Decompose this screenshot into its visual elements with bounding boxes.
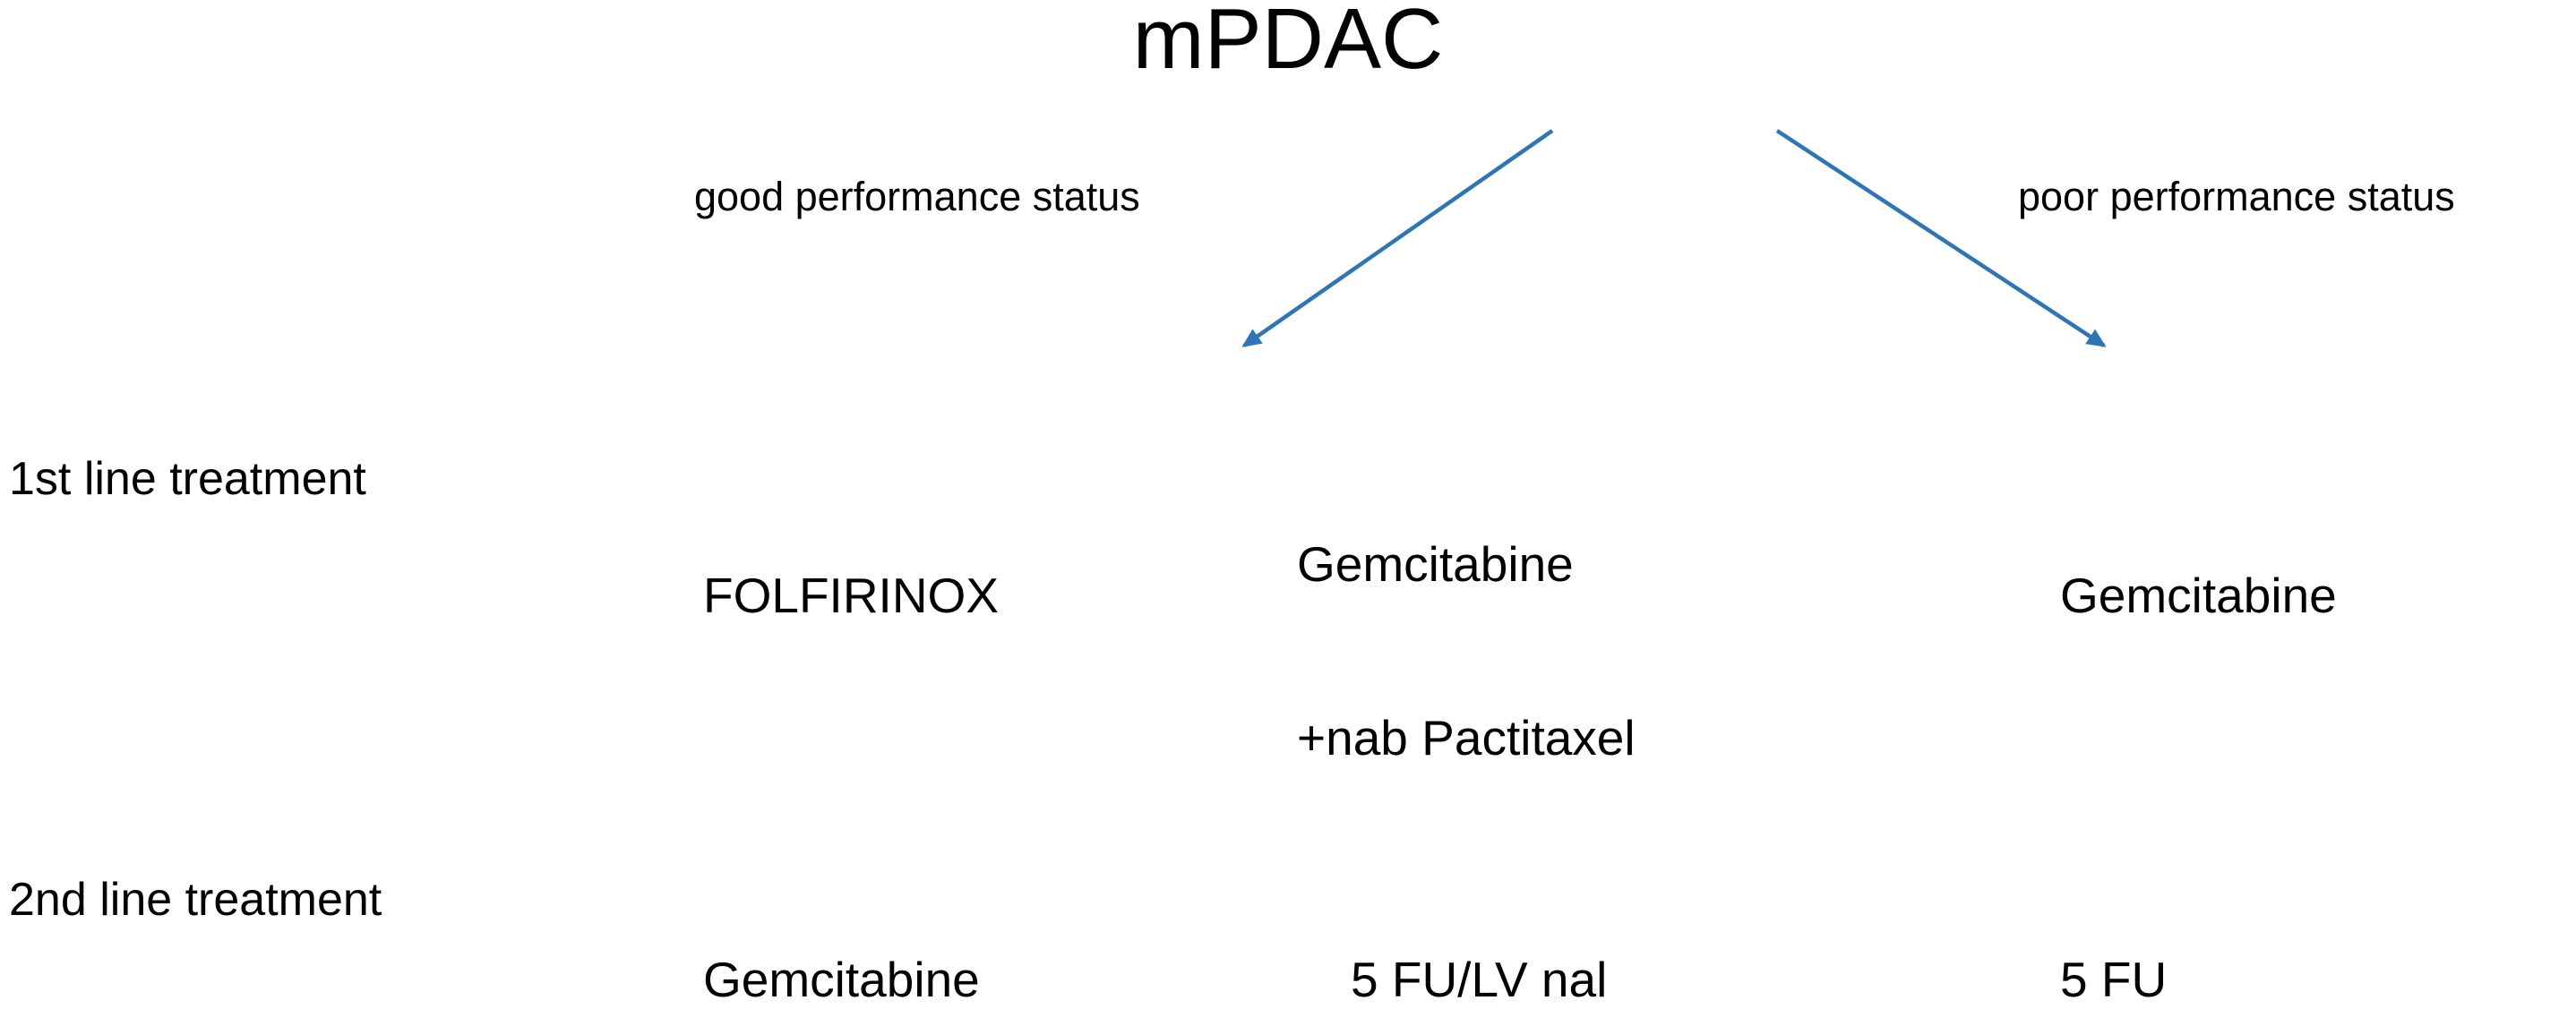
arrow-to-gemcitabine-nab-paclitaxel	[1241, 129, 1554, 347]
arrow-to-gemcitabine	[1775, 129, 2107, 347]
row-label-second-line-treatment: 2nd line treatment	[9, 874, 382, 926]
edge-label-poor-performance-status: poor performance status	[2018, 174, 2455, 219]
second-line-col1-line1: Gemcitabine	[703, 951, 980, 1007]
second-line-col3-line1: 5 FU	[2060, 951, 2168, 1007]
edge-label-good-performance-status: good performance status	[694, 174, 1140, 219]
first-line-column-2-gemcitabine-nab-paclitaxel: Gemcitabine +nab Pactitaxel	[1297, 419, 1636, 884]
first-line-col1-line1: FOLFIRINOX	[703, 567, 1000, 623]
first-line-column-3-gemcitabine: Gemcitabine	[2060, 450, 2337, 740]
first-line-col3-line1: Gemcitabine	[2060, 567, 2337, 623]
second-line-column-1-gemcitabine-nab-paclitaxel: Gemcitabine +nab Pactitaxel	[703, 834, 1042, 1009]
first-line-column-1-folfirinox: FOLFIRINOX	[703, 450, 999, 740]
first-line-col2-line1: Gemcitabine	[1297, 535, 1574, 592]
second-line-col2-line1: 5 FU/LV nal	[1351, 951, 1608, 1007]
row-label-first-line-treatment: 1st line treatment	[9, 453, 366, 505]
diagram-title-mpdac: mPDAC	[1132, 0, 1444, 87]
second-line-column-3-5fu-monotherapy: 5 FU monotherapy	[2060, 834, 2348, 1009]
first-line-col2-line2: +nab Pactitaxel	[1297, 710, 1636, 766]
second-line-column-2-5fu-lv-nal-irinotecan: 5 FU/LV nal Ironotecan	[1351, 834, 1607, 1009]
